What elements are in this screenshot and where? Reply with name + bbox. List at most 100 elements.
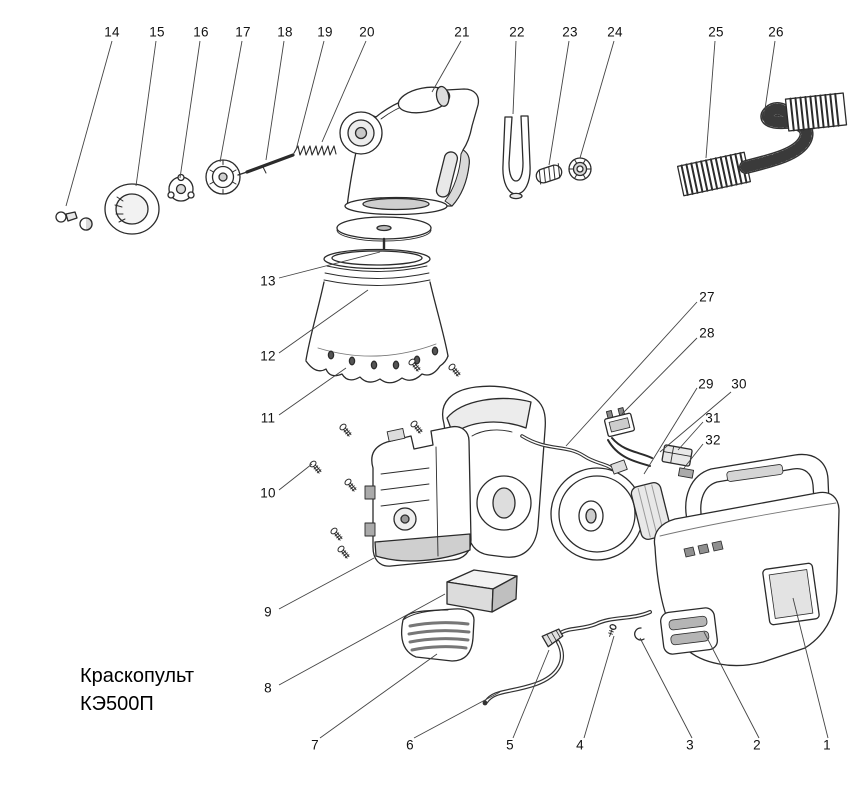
leader-line-15: [135, 40, 157, 187]
part-label-7: 7: [311, 737, 319, 753]
leader-line-12: [278, 289, 369, 354]
part-label-19: 19: [317, 24, 333, 40]
leader-line-22: [512, 40, 517, 115]
product-title-line1: Краскопульт: [80, 665, 195, 687]
small-spring-drawing: [535, 163, 563, 185]
cap-nut-drawing: [104, 183, 160, 235]
part-label-4: 4: [576, 737, 584, 753]
part-label-1: 1: [823, 737, 831, 753]
part-label-30: 30: [731, 376, 747, 392]
leader-line-14: [65, 40, 113, 207]
leader-lines: [65, 40, 829, 739]
part-label-28: 28: [699, 325, 715, 341]
part-label-29: 29: [698, 376, 714, 392]
star-nut-drawing: [568, 157, 592, 181]
part-label-31: 31: [705, 410, 721, 426]
part-label-16: 16: [193, 24, 209, 40]
part-label-32: 32: [705, 432, 721, 448]
nozzle-tip-parts-drawing: [55, 211, 93, 231]
part-label-10: 10: [260, 485, 276, 501]
nozzle-ring-drawing: [205, 159, 241, 195]
air-filter-drawing: [446, 569, 518, 613]
part-label-9: 9: [264, 604, 272, 620]
leader-line-21: [431, 40, 462, 93]
leader-line-28: [621, 337, 698, 415]
hose-connector-26-drawing: [784, 92, 848, 132]
leader-line-25: [705, 40, 716, 159]
leader-line-19: [295, 40, 325, 151]
leader-line-29: [643, 387, 698, 475]
part-label-12: 12: [260, 348, 276, 364]
turbine-drawing: [550, 459, 672, 561]
leader-line-26: [763, 40, 776, 117]
leader-line-5: [512, 649, 550, 739]
part-label-20: 20: [359, 24, 375, 40]
part-label-15: 15: [149, 24, 165, 40]
leader-line-32: [683, 443, 704, 469]
terminal-block-drawing: [661, 444, 695, 479]
main-unit-drawing: [653, 453, 840, 667]
connector-block-drawing: [603, 407, 635, 438]
part-label-17: 17: [235, 24, 251, 40]
part-label-21: 21: [454, 24, 470, 40]
part-label-26: 26: [768, 24, 784, 40]
clip-drawing: [634, 627, 645, 641]
gun-top-cap-drawing: [397, 85, 451, 114]
leader-line-20: [321, 40, 367, 143]
unit-side-panel-drawing: [762, 562, 820, 626]
leader-line-11: [278, 367, 347, 416]
part-label-3: 3: [686, 737, 694, 753]
part-label-5: 5: [506, 737, 514, 753]
power-cord-drawing: [482, 610, 652, 706]
motor-wires-drawing: [607, 437, 653, 467]
part-label-11: 11: [260, 410, 276, 426]
cord-grommet-drawing: [541, 628, 564, 648]
spring-drawing: [293, 145, 337, 156]
part-label-24: 24: [607, 24, 623, 40]
leader-line-1: [792, 597, 829, 739]
unit-screw-drawing: [608, 624, 617, 637]
leader-line-23: [548, 40, 570, 166]
needle-drawing: [237, 153, 295, 176]
leader-line-17: [219, 40, 243, 163]
part-label-13: 13: [260, 273, 276, 289]
leader-line-4: [583, 635, 615, 739]
fork-clip-drawing: [502, 115, 531, 200]
cable-drawing: [520, 434, 616, 472]
part-label-23: 23: [562, 24, 578, 40]
leader-line-6: [413, 691, 501, 739]
part-label-25: 25: [708, 24, 724, 40]
part-label-6: 6: [406, 737, 414, 753]
hose-tube-drawing: [739, 102, 814, 174]
filter-cover-drawing: [401, 608, 475, 662]
unit-filter-cover-drawing: [660, 607, 718, 655]
hose-connector-25-drawing: [676, 151, 752, 197]
part-label-8: 8: [264, 680, 272, 696]
product-title: Краскопульт КЭ500П: [80, 662, 194, 718]
paint-container-drawing: [305, 248, 449, 384]
leader-line-18: [265, 40, 285, 161]
air-hose-drawing: [676, 92, 848, 197]
leader-line-2: [703, 631, 760, 739]
leader-line-10: [278, 463, 313, 491]
leader-line-9: [278, 557, 375, 610]
leader-line-13: [278, 251, 381, 279]
leader-line-8: [278, 593, 446, 686]
spray-gun-head-drawing: [339, 85, 480, 216]
washer-drawing: [167, 173, 195, 202]
leader-line-31: [677, 421, 704, 451]
housing-screws-drawing: [309, 358, 461, 559]
leader-line-30: [659, 391, 732, 453]
leader-line-27: [565, 301, 698, 447]
leader-line-3: [639, 637, 693, 739]
part-label-22: 22: [509, 24, 525, 40]
part-label-27: 27: [699, 289, 715, 305]
part-label-18: 18: [277, 24, 293, 40]
leader-line-16: [179, 40, 201, 179]
part-label-14: 14: [104, 24, 120, 40]
product-title-line2: КЭ500П: [80, 693, 154, 715]
part-label-2: 2: [753, 737, 761, 753]
leader-line-7: [319, 653, 438, 739]
